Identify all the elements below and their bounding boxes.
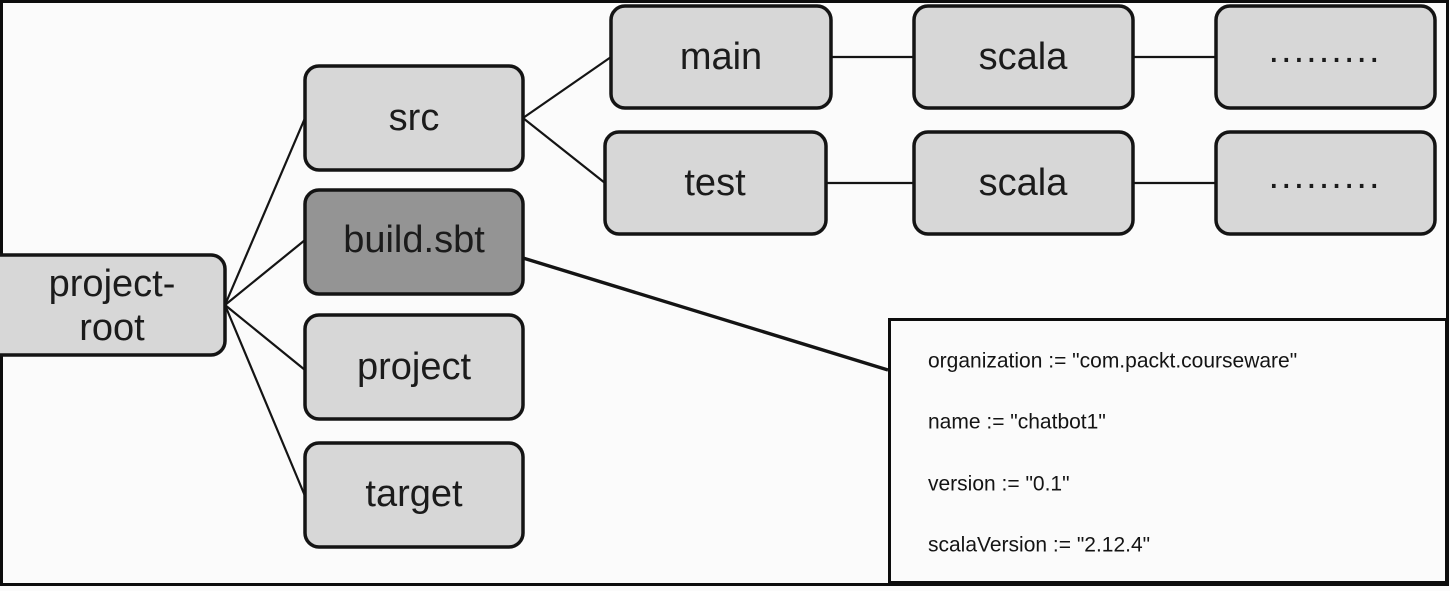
node-ellipsis-main-label: ......... xyxy=(1268,29,1381,71)
node-build-sbt-label: build.sbt xyxy=(343,219,485,261)
node-test-box[interactable] xyxy=(603,130,828,236)
node-main-box[interactable] xyxy=(609,4,833,110)
node-test[interactable]: test xyxy=(603,130,828,236)
node-src-label: src xyxy=(389,97,440,139)
node-project-root[interactable]: project- root xyxy=(0,253,227,357)
node-build-sbt[interactable]: build.sbt xyxy=(303,188,525,296)
node-ellipsis-test[interactable]: ......... xyxy=(1214,130,1437,236)
connector-root-to-buildsbt xyxy=(224,239,306,306)
build-sbt-content-box: organization := "com.packt.courseware" n… xyxy=(888,318,1448,584)
node-scala-main-label: scala xyxy=(979,36,1069,78)
node-ellipsis-test-label: ......... xyxy=(1268,155,1381,197)
build-sbt-content-box-frame xyxy=(888,318,1448,584)
node-project-root-box[interactable] xyxy=(0,253,227,357)
connector-src-to-test xyxy=(522,117,606,184)
node-project-label: project xyxy=(357,346,471,388)
node-scala-test-box[interactable] xyxy=(912,130,1135,236)
node-scala-test[interactable]: scala xyxy=(912,130,1135,236)
code-line-organization: organization := "com.packt.courseware" xyxy=(928,350,1297,373)
node-src[interactable]: src xyxy=(303,64,525,172)
node-ellipsis-main[interactable]: ......... xyxy=(1214,4,1437,110)
code-line-scala-version: scalaVersion := "2.12.4" xyxy=(928,534,1150,557)
connector-root-to-target xyxy=(223,304,307,497)
node-project-root-label-line1: project- xyxy=(49,263,176,305)
node-project-root-label-line2: root xyxy=(79,307,145,349)
node-ellipsis-test-box[interactable] xyxy=(1214,130,1437,236)
code-line-version: version := "0.1" xyxy=(928,473,1070,496)
node-src-box[interactable] xyxy=(303,64,525,172)
node-scala-main-box[interactable] xyxy=(912,4,1135,110)
connector-group xyxy=(223,55,1216,497)
node-target[interactable]: target xyxy=(303,441,525,549)
connector-root-to-src xyxy=(223,117,307,306)
code-line-name: name := "chatbot1" xyxy=(928,411,1106,434)
node-target-box[interactable] xyxy=(303,441,525,549)
connector-buildsbt-to-codebox xyxy=(522,256,889,372)
connector-src-to-main xyxy=(522,56,612,119)
node-build-sbt-box[interactable] xyxy=(303,188,525,296)
node-project-box[interactable] xyxy=(303,313,525,421)
node-ellipsis-main-box[interactable] xyxy=(1214,4,1437,110)
node-scala-main[interactable]: scala xyxy=(912,4,1135,110)
node-test-label: test xyxy=(684,162,746,204)
node-target-label: target xyxy=(365,473,463,515)
node-main[interactable]: main xyxy=(609,4,833,110)
node-scala-test-label: scala xyxy=(979,162,1069,204)
node-project[interactable]: project xyxy=(303,313,525,421)
node-main-label: main xyxy=(680,36,762,78)
connector-root-to-project xyxy=(224,304,306,371)
